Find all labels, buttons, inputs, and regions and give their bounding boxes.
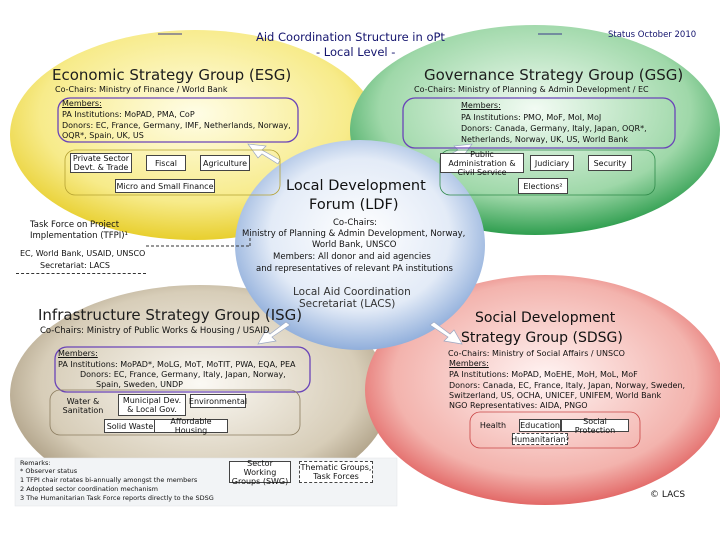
gsg-swg-public-admin[interactable]: Public Administration & Civil Service <box>440 150 524 177</box>
esg-swg-fiscal[interactable]: Fiscal <box>146 155 186 171</box>
isg-members-label: Members: <box>58 349 98 358</box>
ldf-cochairs-line2: World Bank, UNSCO <box>312 240 397 250</box>
esg-swg-private-sector[interactable]: Private Sector Devt. & Trade <box>70 153 132 173</box>
esg-swg-micro-finance[interactable]: Micro and Small Finance <box>115 179 215 193</box>
sdsg-title-line2: Strategy Group (SDSG) <box>461 330 623 346</box>
remarks-note-3: 3 The Humanitarian Task Force reports di… <box>20 494 214 502</box>
isg-title: Infrastructure Strategy Group (ISG) <box>38 306 303 324</box>
esg-members-donors: Donors: EC, France, Germany, IMF, Nether… <box>62 121 291 130</box>
isg-swg-municipal[interactable]: Municipal Dev. & Local Gov. <box>118 394 186 416</box>
gsg-title: Governance Strategy Group (GSG) <box>424 66 684 84</box>
esg-members-label: Members: <box>62 99 102 108</box>
gsg-swg-judiciary[interactable]: Judiciary <box>530 155 574 171</box>
isg-members-donors: Donors: EC, France, Germany, Italy, Japa… <box>80 370 286 379</box>
remarks-observer: * Observer status <box>20 467 78 475</box>
legend-swg: Sector Working Groups (SWG) <box>229 459 291 486</box>
isg-members-pa: PA Institutions: MoPAD*, MoLG, MoT, MoTI… <box>58 360 296 369</box>
ldf-title-line2: Forum (LDF) <box>309 197 399 213</box>
tfpi-title-line2: Implementation (TFPI)¹ <box>30 231 128 241</box>
sdsg-swg-education[interactable]: Education <box>519 419 561 432</box>
sdsg-members-label: Members: <box>449 359 489 368</box>
isg-cochairs: Co-Chairs: Ministry of Public Works & Ho… <box>40 326 270 336</box>
remarks-title: Remarks: <box>20 459 51 467</box>
sdsg-tf-humanitarian[interactable]: Humanitarian³ <box>511 433 569 445</box>
isg-swg-solid-waste[interactable]: Solid Waste <box>104 419 156 433</box>
isg-swg-housing[interactable]: Affordable Housing <box>154 417 228 435</box>
copyright: © LACS <box>650 490 686 500</box>
sdsg-title: Social Development <box>475 310 616 326</box>
ldf-members-line2: and representatives of relevant PA insti… <box>256 264 453 274</box>
sdsg-members-donors: Donors: Canada, EC, France, Italy, Japan… <box>449 381 686 390</box>
sdsg-members-ngo: NGO Representatives: AIDA, PNGO <box>449 401 588 410</box>
lacs-label-line2: Secretariat (LACS) <box>299 298 396 310</box>
tfpi-members: EC, World Bank, USAID, UNSCO <box>20 249 146 258</box>
isg-swg-water[interactable]: Water & Sanitation <box>62 397 104 415</box>
sdsg-members-donors-cont: Switzerland, US, OCHA, UNICEF, UNIFEM, W… <box>449 391 662 400</box>
remarks-note-2: 2 Adopted sector coordination mechanism <box>20 485 159 493</box>
esg-title: Economic Strategy Group (ESG) <box>52 66 292 84</box>
diagram-title: Aid Coordination Structure in oPt <box>256 30 445 44</box>
sdsg-members-pa: PA Institutions: MoPAD, MoEHE, MoH, MoL,… <box>449 370 638 379</box>
ldf-ellipse <box>235 140 485 350</box>
isg-swg-environmental[interactable]: Environmental <box>189 394 247 408</box>
sdsg-swg-social-protection[interactable]: Social Protection <box>561 417 629 435</box>
esg-cochairs: Co-Chairs: Ministry of Finance / World B… <box>55 85 228 94</box>
tfpi-frame <box>16 244 146 274</box>
sdsg-cochairs: Co-Chairs: Ministry of Social Affairs / … <box>448 349 625 358</box>
gsg-swg-security[interactable]: Security <box>588 155 632 171</box>
legend-task-forces: Thematic Groups, Task Forces <box>299 461 373 483</box>
tfpi-secretariat: Secretariat: LACS <box>40 261 110 270</box>
sdsg-swg-health[interactable]: Health <box>479 421 507 430</box>
ldf-cochairs-label: Co-Chairs: <box>333 218 378 228</box>
gsg-members-pa: PA Institutions: PMO, MoF, MoI, MoJ <box>461 113 602 122</box>
gsg-members-donors: Donors: Canada, Germany, Italy, Japan, O… <box>461 124 647 133</box>
remarks-note-1: 1 TFPI chair rotates bi-annually amongst… <box>20 476 198 484</box>
esg-members-donors-cont: OQR*, Spain, UK, US <box>62 131 144 140</box>
tfpi-title: Task Force on Project <box>30 220 120 230</box>
diagram-subtitle: - Local Level - <box>316 45 396 59</box>
ldf-members-line1: Members: All donor and aid agencies <box>273 252 431 262</box>
lacs-label: Local Aid Coordination <box>293 286 411 298</box>
esg-swg-agriculture[interactable]: Agriculture <box>200 155 250 171</box>
gsg-cochairs: Co-Chairs: Ministry of Planning & Admin … <box>414 85 649 94</box>
status-date: Status October 2010 <box>608 30 697 40</box>
gsg-members-label: Members: <box>461 101 501 110</box>
esg-members-pa: PA Institutions: MoPAD, PMA, CoP <box>62 110 195 119</box>
isg-members-donors-cont: Spain, Sweden, UNDP <box>96 380 183 389</box>
gsg-swg-elections[interactable]: Elections² <box>518 178 568 194</box>
ldf-cochairs-line1: Ministry of Planning & Admin Development… <box>242 229 466 239</box>
ldf-title: Local Development <box>286 178 426 194</box>
gsg-members-donors-cont: Netherlands, Norway, UK, US, World Bank <box>461 135 629 144</box>
